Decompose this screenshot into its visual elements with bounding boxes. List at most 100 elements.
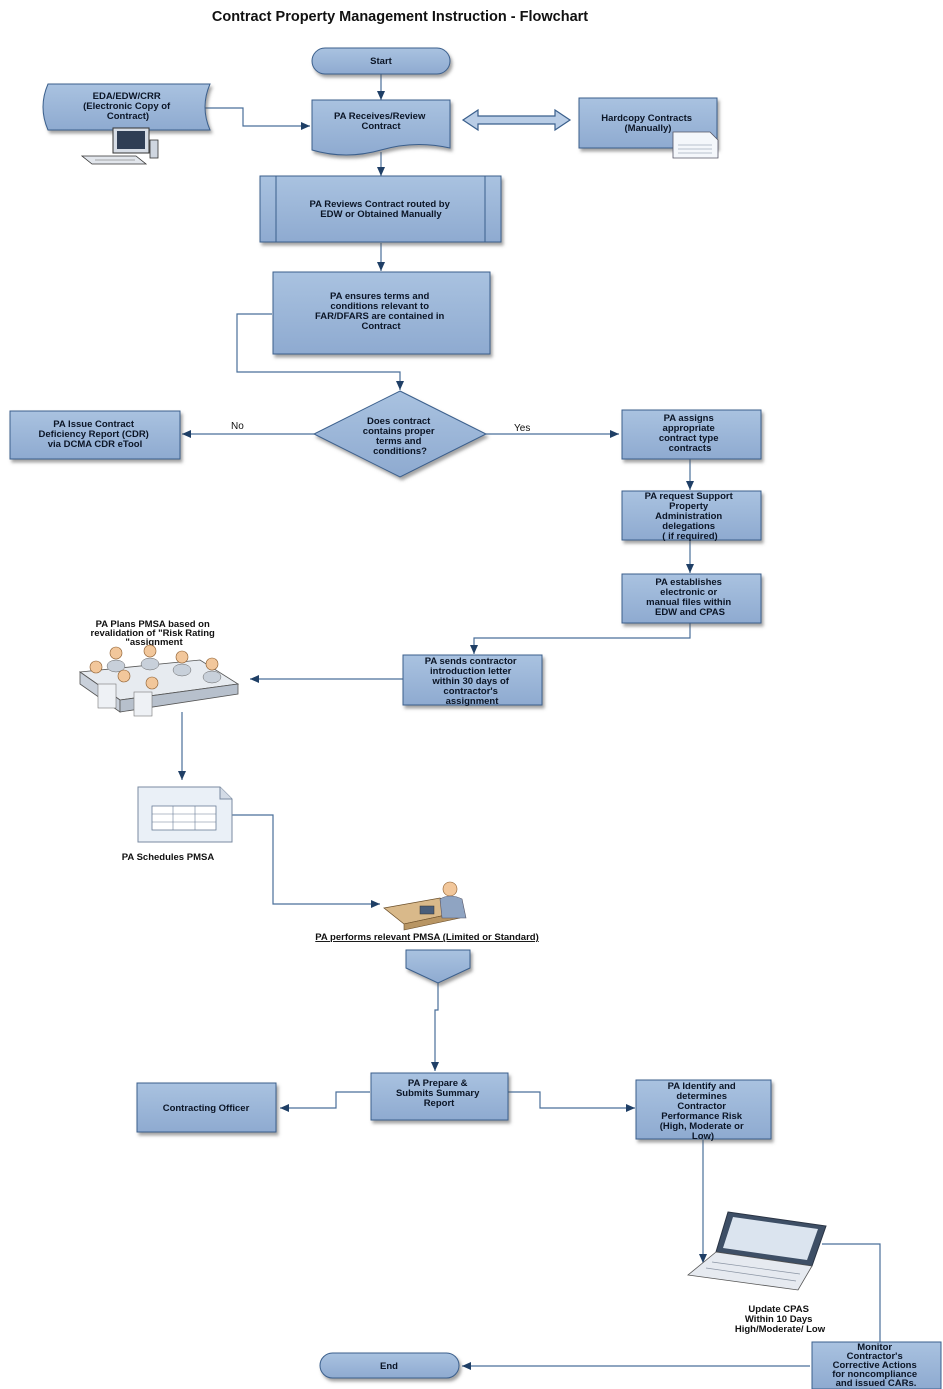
sends-line-2: introduction letter xyxy=(430,666,512,677)
monitor-line-5: and issued CARs. xyxy=(836,1378,917,1389)
prepare-line-3: Report xyxy=(424,1098,455,1109)
establishes-line-4: EDW and CPAS xyxy=(655,607,725,618)
svg-text:PA assigns appropriate: PA assigns appropriate contract type con… xyxy=(659,413,721,454)
eda-line-2: (Electronic Copy of xyxy=(83,101,171,112)
performs-label: PA performs relevant PMSA (Limited or St… xyxy=(315,932,538,943)
svg-text:Does contract contains p: Does contract contains proper terms and … xyxy=(363,416,437,457)
support-box: PA request Support Property Administrati… xyxy=(621,490,762,542)
ensures-line-4: Contract xyxy=(361,321,401,332)
prepare-line-2: Submits Summary xyxy=(396,1088,480,1099)
svg-text:PA Identify and determin: PA Identify and determines Contractor Pe… xyxy=(660,1081,747,1142)
spreadsheet-document-icon xyxy=(137,786,233,843)
monitor-line-2: Contractor's xyxy=(847,1351,903,1362)
hardcopy-line-1: Hardcopy Contracts xyxy=(601,113,692,124)
identify-line-1: PA Identify and xyxy=(668,1081,736,1092)
monitor-line-3: Corrective Actions xyxy=(833,1360,917,1371)
reviews-box: PA Reviews Contract routed by EDW or Obt… xyxy=(259,175,502,243)
start-label: Start xyxy=(370,56,392,67)
sends-line-5: assignment xyxy=(446,696,500,707)
decision-line-2: contains proper xyxy=(363,426,435,437)
end-terminator: End xyxy=(319,1352,460,1379)
assigns-line-1: PA assigns xyxy=(664,413,714,424)
identify-box: PA Identify and determines Contractor Pe… xyxy=(635,1079,772,1142)
hardcopy-box: Hardcopy Contracts (Manually) xyxy=(578,97,719,159)
sends-line-4: contractor's xyxy=(443,686,498,697)
edge-label-no: No xyxy=(231,421,244,432)
laptop-icon xyxy=(687,1211,827,1291)
sends-line-3: within 30 days of xyxy=(431,676,509,687)
support-line-1: PA request Support xyxy=(645,491,734,502)
prepare-box: PA Prepare & Submits Summary Report xyxy=(370,1072,509,1121)
off-page-connector xyxy=(405,949,471,984)
decision-line-3: terms and xyxy=(376,436,422,447)
receives-line-2: Contract xyxy=(361,121,401,132)
cdr-line-3: via DCMA CDR eTool xyxy=(48,439,142,450)
cdr-line-1: PA Issue Contract xyxy=(53,419,135,430)
ensures-line-3: FAR/DFARS are contained in xyxy=(315,311,445,322)
plans-line-1: PA Plans PMSA based on xyxy=(96,619,210,630)
sends-line-1: PA sends contractor xyxy=(425,656,517,667)
svg-text:Monitor Contractor's: Monitor Contractor's Corrective Actions … xyxy=(832,1342,920,1389)
plans-label: PA Plans PMSA based on revalidation of "… xyxy=(91,619,218,648)
svg-text:PA ensures terms and con: PA ensures terms and conditions relevant… xyxy=(315,291,447,332)
schedules-label: PA Schedules PMSA xyxy=(122,852,215,863)
svg-text:PA Reviews Contract routed by: PA Reviews Contract routed by EDW or Obt… xyxy=(309,199,452,220)
officer-label: Contracting Officer xyxy=(163,1103,250,1114)
monitor-line-4: for noncompliance xyxy=(832,1369,917,1380)
svg-text:PA request Support Prope: PA request Support Property Administrati… xyxy=(645,491,736,542)
cdr-line-2: Deficiency Report (CDR) xyxy=(39,429,149,440)
establishes-line-3: manual files within xyxy=(646,597,731,608)
support-line-5: ( if required) xyxy=(662,531,717,542)
svg-text:EDA/EDW/CRR (Electronic: EDA/EDW/CRR (Electronic Copy of Contract… xyxy=(83,91,173,122)
establishes-line-2: electronic or xyxy=(660,587,717,598)
establishes-line-1: PA establishes xyxy=(655,577,722,588)
svg-text:PA Issue Contract Defici: PA Issue Contract Deficiency Report (CDR… xyxy=(39,419,152,450)
assigns-line-2: appropriate xyxy=(663,423,715,434)
update-line-3: High/Moderate/ Low xyxy=(735,1324,826,1335)
double-arrow-icon xyxy=(461,108,572,132)
support-line-3: Administration xyxy=(655,511,722,522)
edge-label-yes: Yes xyxy=(514,423,530,434)
meeting-group-icon xyxy=(78,644,240,717)
hardcopy-line-2: (Manually) xyxy=(625,123,672,134)
assigns-line-4: contracts xyxy=(669,443,712,454)
svg-text:Hardcopy Contracts (Manu: Hardcopy Contracts (Manually) xyxy=(601,113,694,134)
identify-line-5: (High, Moderate or xyxy=(660,1121,744,1132)
reviews-line-2: EDW or Obtained Manually xyxy=(320,209,442,220)
eda-line-1: EDA/EDW/CRR xyxy=(93,91,161,102)
svg-text:PA establishes electroni: PA establishes electronic or manual file… xyxy=(646,577,734,618)
plans-line-2: revalidation of "Risk Rating xyxy=(91,628,216,639)
update-line-1: Update CPAS xyxy=(748,1304,809,1315)
receives-line-1: PA Receives/Review xyxy=(334,111,426,122)
identify-line-6: Low) xyxy=(692,1131,714,1142)
end-label: End xyxy=(380,1361,398,1372)
decision-line-4: conditions? xyxy=(373,446,427,457)
ensures-line-1: PA ensures terms and xyxy=(330,291,429,302)
eda-data-store: EDA/EDW/CRR (Electronic Copy of Contract… xyxy=(42,83,211,131)
monitor-line-1: Monitor xyxy=(857,1342,892,1353)
ensures-box: PA ensures terms and conditions relevant… xyxy=(272,271,491,355)
establishes-box: PA establishes electronic or manual file… xyxy=(621,573,762,624)
page-title: Contract Property Management Instruction… xyxy=(212,9,588,25)
identify-line-2: determines xyxy=(676,1091,727,1102)
svg-text:PA sends contractor intr: PA sends contractor introduction letter … xyxy=(425,656,520,707)
support-line-4: delegations xyxy=(662,521,715,532)
assigns-box: PA assigns appropriate contract type con… xyxy=(621,409,762,460)
start-terminator: Start xyxy=(311,47,451,75)
connectors xyxy=(178,74,884,1370)
officer-box: Contracting Officer xyxy=(136,1082,277,1133)
update-label: Update CPAS Within 10 Days High/Moderate… xyxy=(735,1304,826,1335)
prepare-line-1: PA Prepare & xyxy=(408,1078,468,1089)
document-icon xyxy=(672,131,719,159)
identify-line-3: Contractor xyxy=(677,1101,726,1112)
computer-icon xyxy=(80,127,159,165)
decision-diamond: Does contract contains proper terms and … xyxy=(312,390,488,478)
assigns-line-3: contract type xyxy=(659,433,719,444)
receives-document: PA Receives/Review Contract xyxy=(311,99,451,156)
sends-box: PA sends contractor introduction letter … xyxy=(402,654,543,707)
support-line-2: Property xyxy=(669,501,709,512)
svg-text:PA Receives/Review Contr: PA Receives/Review Contract xyxy=(334,111,428,132)
monitor-box: Monitor Contractor's Corrective Actions … xyxy=(811,1341,942,1389)
cdr-box: PA Issue Contract Deficiency Report (CDR… xyxy=(9,410,181,460)
